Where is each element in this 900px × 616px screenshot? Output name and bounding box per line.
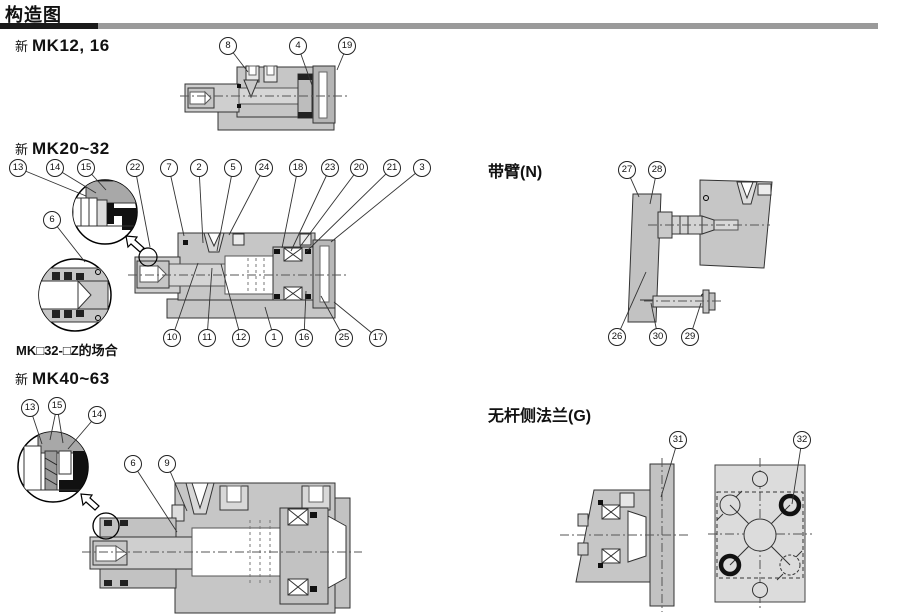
new-mark: 新 (15, 39, 29, 54)
mk32-z-detail-circle (36, 259, 111, 331)
callout-mk12-8: 8 (219, 37, 237, 55)
callout-mk20-14: 14 (46, 159, 64, 177)
mk40-63-seal-detail-circle (18, 431, 99, 510)
callout-mk40-15: 15 (48, 397, 66, 415)
new-mark: 新 (15, 372, 29, 387)
callout-arm-29: 29 (681, 328, 699, 346)
callout-arm-28: 28 (648, 161, 666, 179)
callout-mk20-13: 13 (9, 159, 27, 177)
callout-arm-26: 26 (608, 328, 626, 346)
callout-mk40-14: 14 (88, 406, 106, 424)
mk20-32-diagram (128, 233, 346, 318)
new-mark: 新 (15, 142, 29, 157)
callout-mk20-1: 1 (265, 329, 283, 347)
callout-mk20-16: 16 (295, 329, 313, 347)
flange-g-side-view (560, 458, 690, 612)
callout-mk20-20: 20 (350, 159, 368, 177)
callout-mk20-17: 17 (369, 329, 387, 347)
callout-mk20-18: 18 (289, 159, 307, 177)
callout-mk20-24: 24 (255, 159, 273, 177)
callout-mk20-2: 2 (190, 159, 208, 177)
title-underline (0, 23, 98, 29)
callout-mk20-7: 7 (160, 159, 178, 177)
callout-mk20-25: 25 (335, 329, 353, 347)
callout-mk20-22: 22 (126, 159, 144, 177)
page-title: 构造图 (5, 5, 62, 25)
callout-mk20-6: 6 (43, 211, 61, 229)
callout-mk12-4: 4 (289, 37, 307, 55)
callout-flange-32: 32 (793, 431, 811, 449)
mk32-z-note: MK□32-□Z的场合 (16, 343, 118, 358)
callout-mk20-3: 3 (413, 159, 431, 177)
section-label-flange: 无杆侧法兰(G) (488, 408, 592, 425)
mk20-32-seal-detail-circle (70, 180, 144, 252)
callout-mk20-11: 11 (198, 329, 216, 347)
section-label-arm: 带臂(N) (488, 164, 543, 181)
callout-flange-31: 31 (669, 431, 687, 449)
magnifier-arrow (81, 494, 99, 510)
arm-n-diagram (628, 180, 772, 322)
callout-arm-27: 27 (618, 161, 636, 179)
callout-mk40-6: 6 (124, 455, 142, 473)
mk40-63-diagram (82, 483, 362, 613)
callout-mk20-12: 12 (232, 329, 250, 347)
callout-mk20-10: 10 (163, 329, 181, 347)
flange-g-front-view (708, 458, 812, 610)
callout-mk20-15: 15 (77, 159, 95, 177)
callout-mk12-19: 19 (338, 37, 356, 55)
callout-mk20-23: 23 (321, 159, 339, 177)
title-separator-bar (98, 23, 878, 29)
callout-arm-30: 30 (649, 328, 667, 346)
callout-mk20-5: 5 (224, 159, 242, 177)
mk12-16-diagram (180, 66, 348, 130)
magnifier-arrow (126, 236, 144, 252)
callout-mk40-13: 13 (21, 399, 39, 417)
callout-mk20-21: 21 (383, 159, 401, 177)
callout-mk40-9: 9 (158, 455, 176, 473)
